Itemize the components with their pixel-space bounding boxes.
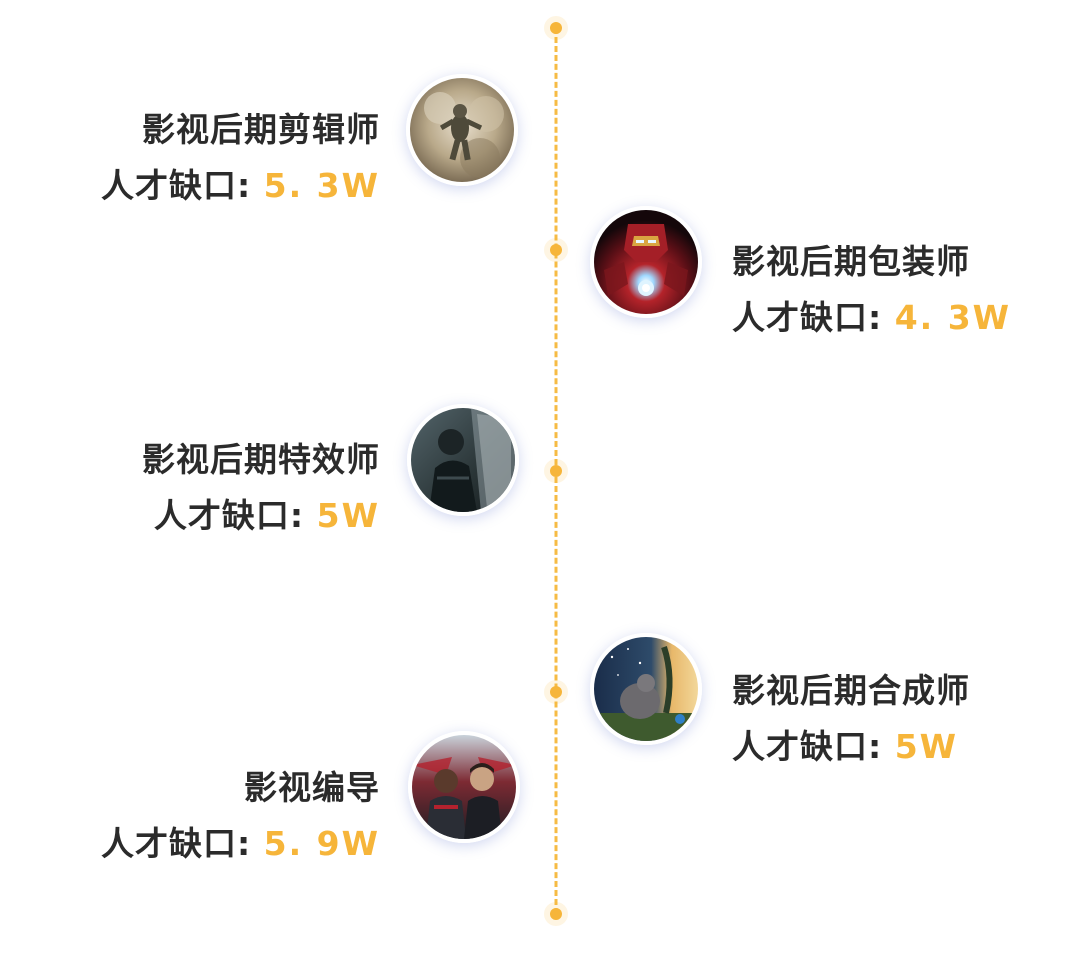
- timeline-dot: [550, 244, 562, 256]
- talent-gap-label: 人才缺口:: [732, 727, 883, 766]
- role-title: 影视后期特效师: [142, 440, 380, 479]
- talent-gap-label: 人才缺口:: [732, 298, 883, 337]
- talent-gap-label: 人才缺口:: [153, 496, 305, 535]
- career-label-2: 影视后期包装师 人才缺口: 4. 3W: [732, 234, 1011, 346]
- avatar-image-1: [406, 74, 518, 186]
- talent-gap-label: 人才缺口:: [100, 824, 252, 863]
- career-label-5: 影视编导 人才缺口: 5. 9W: [101, 760, 380, 872]
- timeline-dot: [550, 22, 562, 34]
- talent-gap-value: 5. 9W: [263, 824, 380, 863]
- career-label-1: 影视后期剪辑师 人才缺口: 5. 3W: [101, 102, 380, 214]
- avatar-image-3: [407, 404, 519, 516]
- iron-man-movie-still-image: [594, 210, 698, 314]
- role-title: 影视后期包装师: [732, 242, 970, 281]
- talent-gap-value: 5W: [316, 496, 380, 535]
- avatar-image-5: [408, 731, 520, 843]
- winter-soldier-movie-still-image: [411, 408, 515, 512]
- role-title: 影视后期剪辑师: [142, 110, 380, 149]
- role-title: 影视后期合成师: [732, 671, 970, 710]
- avatar-image-2: [590, 206, 702, 318]
- timeline-dot: [550, 908, 562, 920]
- talent-gap-line: 人才缺口: 5. 3W: [101, 158, 380, 214]
- timeline-dot: [550, 465, 562, 477]
- talent-gap-line: 人才缺口: 4. 3W: [732, 290, 1011, 346]
- talent-gap-value: 5W: [894, 727, 959, 766]
- timeline-dot: [550, 686, 562, 698]
- avatar-image-4: [590, 633, 702, 745]
- talent-gap-line: 人才缺口: 5W: [732, 719, 970, 775]
- talent-gap-label: 人才缺口:: [100, 166, 252, 205]
- career-label-4: 影视后期合成师 人才缺口: 5W: [732, 663, 970, 775]
- astronaut-movie-still-image: [410, 78, 514, 182]
- falcon-winter-soldier-poster-image: [412, 735, 516, 839]
- talent-gap-value: 5. 3W: [263, 166, 380, 205]
- talent-gap-line: 人才缺口: 5W: [142, 488, 380, 544]
- talent-gap-value: 4. 3W: [894, 298, 1012, 337]
- talent-gap-line: 人才缺口: 5. 9W: [101, 816, 380, 872]
- career-label-3: 影视后期特效师 人才缺口: 5W: [142, 432, 380, 544]
- fantasy-landscape-movie-still-image: [594, 637, 698, 741]
- role-title: 影视编导: [244, 768, 380, 807]
